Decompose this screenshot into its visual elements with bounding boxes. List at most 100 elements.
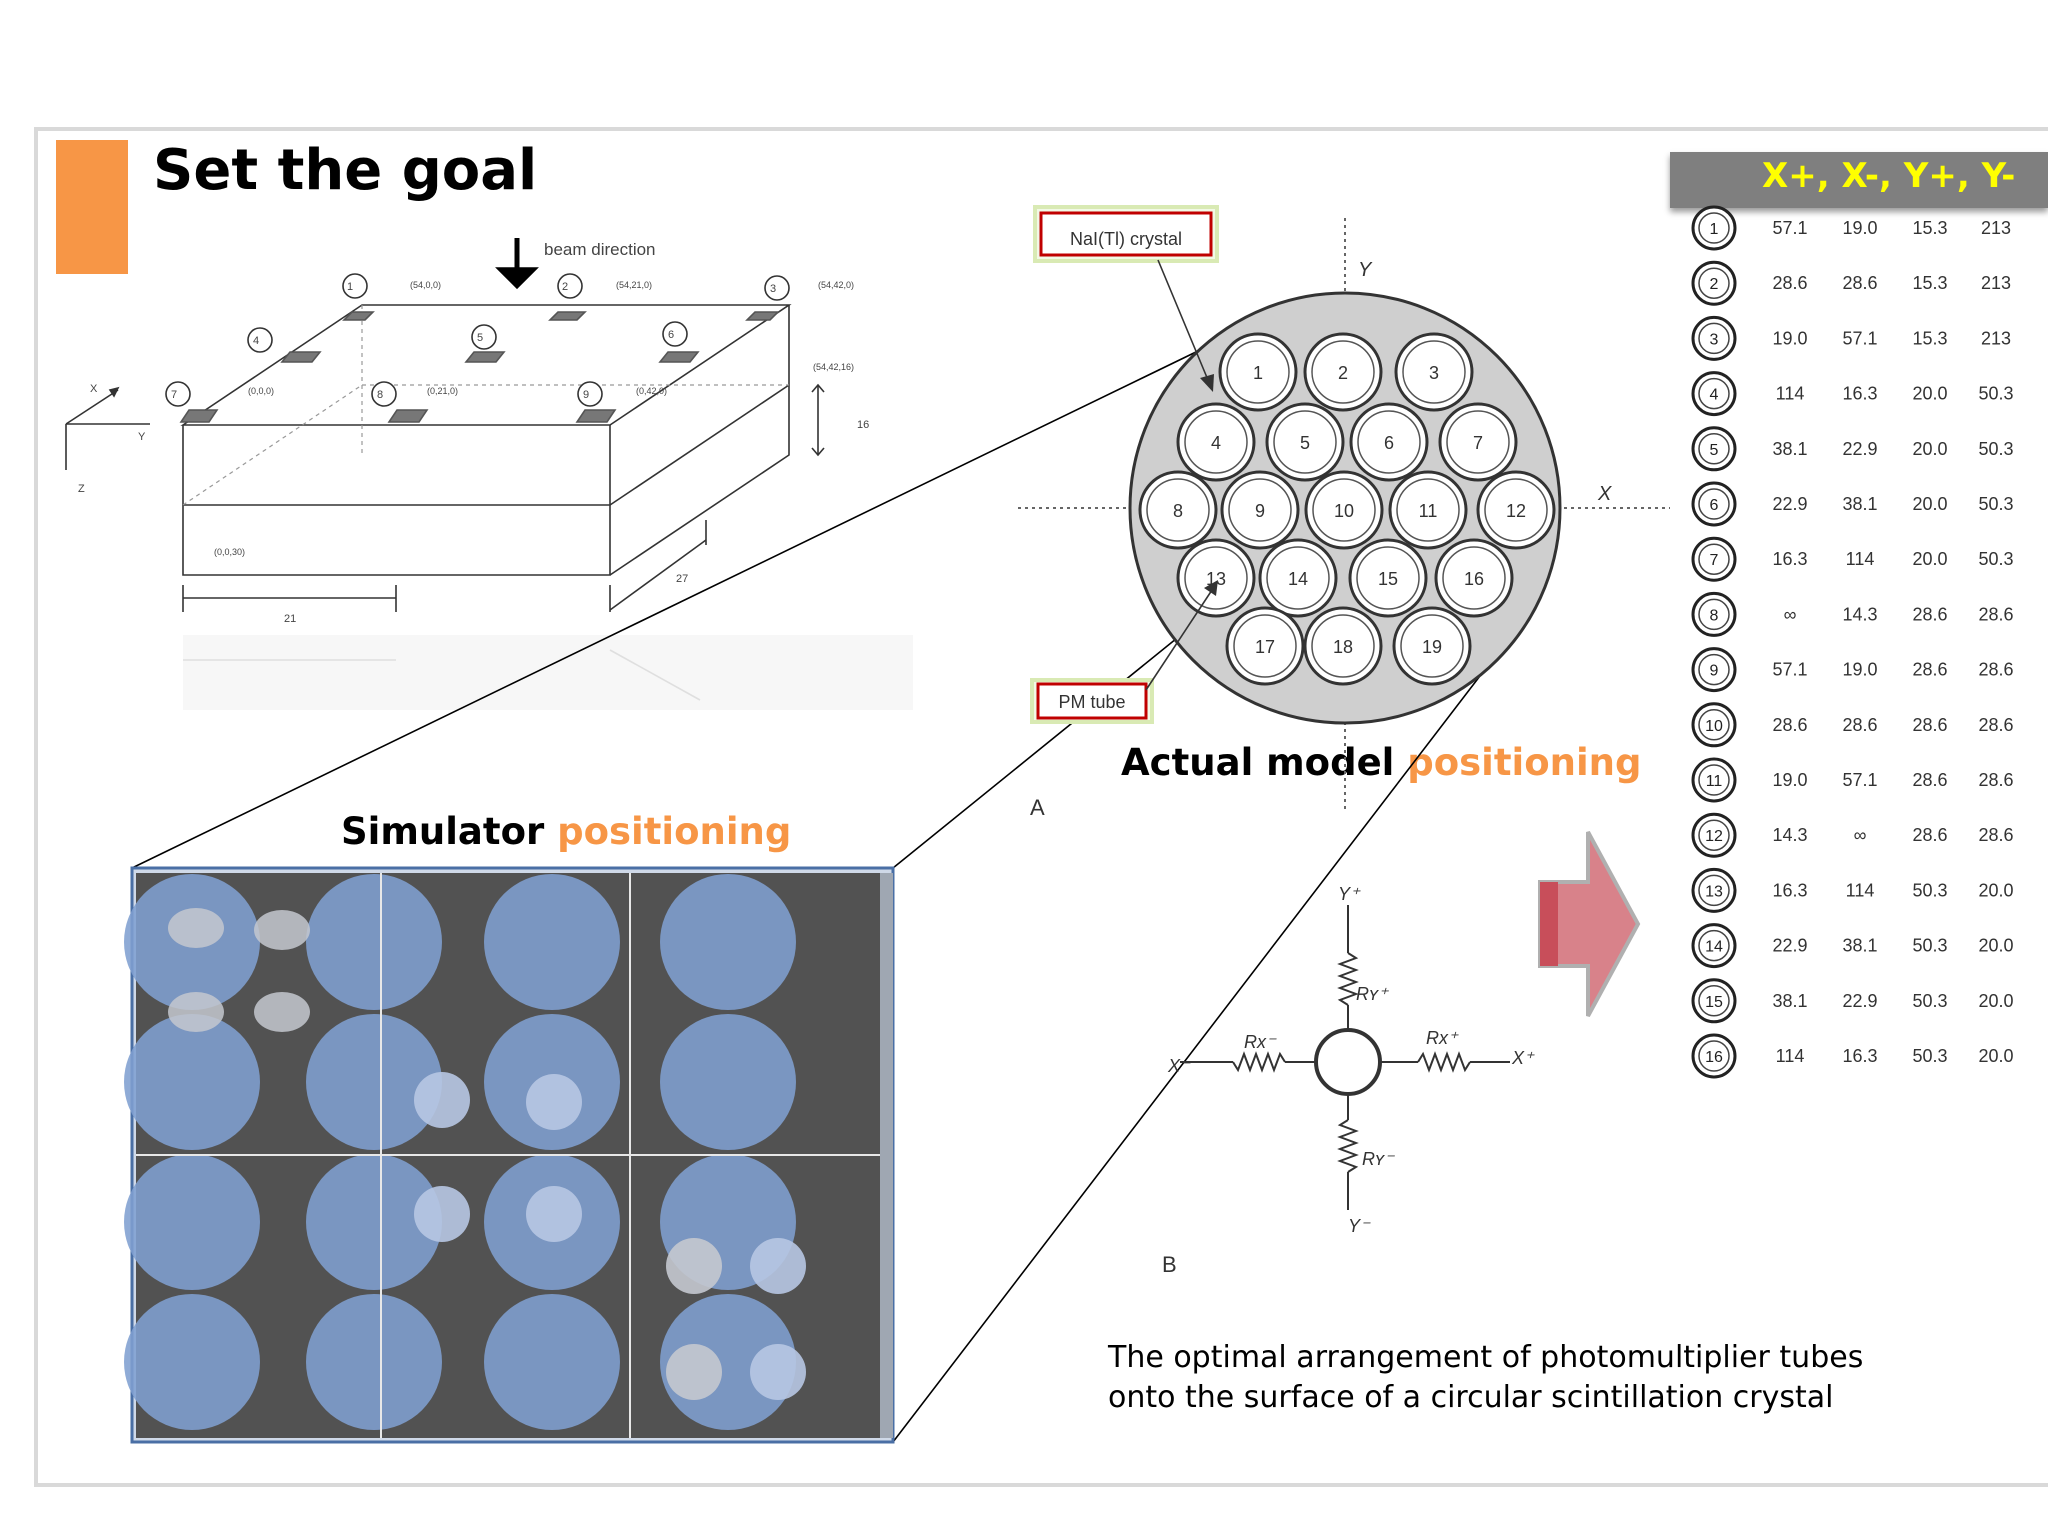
actual-caption: Actual model positioning xyxy=(1121,741,1642,784)
table-row-marker-inner xyxy=(1698,1040,1730,1072)
table-row-marker-inner xyxy=(1698,377,1730,410)
table-cell: 20.0 xyxy=(1912,439,1947,459)
pm-tube-inner xyxy=(1311,614,1375,678)
box-dim-depth: 27 xyxy=(676,573,688,585)
pm-tube-inner xyxy=(1228,478,1292,542)
table-row-id: 13 xyxy=(1705,883,1723,900)
table-cell: 28.6 xyxy=(1978,660,2013,680)
table-cell: 20.0 xyxy=(1978,1046,2013,1066)
table-cell: 28.6 xyxy=(1912,604,1947,624)
box-coord-9: (0,42,0) xyxy=(636,386,667,396)
sim-tube xyxy=(124,1014,260,1150)
sim-spot xyxy=(168,908,224,948)
table-row-id: 9 xyxy=(1710,663,1719,680)
table-cell: 57.1 xyxy=(1772,218,1807,238)
table-row-marker-inner xyxy=(1698,764,1730,796)
table-row-marker-inner xyxy=(1698,543,1730,575)
table-cell: 28.6 xyxy=(1912,715,1947,735)
pm-tube-number: 3 xyxy=(1429,363,1439,383)
table-row-id: 4 xyxy=(1710,387,1719,404)
pm-tube-inner xyxy=(1184,546,1248,610)
sim-tube xyxy=(306,874,442,1010)
table-row-marker-inner xyxy=(1698,322,1730,355)
pm-tube-number: 10 xyxy=(1334,501,1354,521)
table-cell: 20.0 xyxy=(1912,494,1947,514)
box-reflection xyxy=(183,635,913,710)
crystal-axis-x: X xyxy=(1597,483,1612,505)
resistor-labels: Y⁺ Y⁻ X⁻ X⁺ Rʏ⁺ Rʏ⁻ Rx⁻ Rx⁺ xyxy=(1167,884,1535,1236)
label-r-x-minus: Rx⁻ xyxy=(1244,1032,1277,1052)
pm-tube-inner xyxy=(1312,478,1376,542)
pm-tube-inner xyxy=(1184,410,1248,474)
table-cell: 50.3 xyxy=(1978,384,2013,404)
sim-tube xyxy=(660,874,796,1010)
box-coord-3: (54,42,0) xyxy=(818,280,854,290)
sim-spot xyxy=(168,992,224,1032)
table-row-marker-inner xyxy=(1698,985,1730,1017)
table-row-id: 6 xyxy=(1710,497,1719,514)
table-cell: 38.1 xyxy=(1772,439,1807,459)
pm-tube-number: 2 xyxy=(1338,363,1348,383)
box-coord-7: (0,0,0) xyxy=(248,386,274,396)
sim-spot xyxy=(526,1186,582,1242)
table-row-marker-inner xyxy=(1698,709,1730,741)
block-arrow xyxy=(1538,831,1641,1017)
table-cell: 28.6 xyxy=(1978,715,2013,735)
table-row-marker-inner xyxy=(1698,488,1730,520)
table-cell: 28.6 xyxy=(1978,770,2013,790)
table-cell: 16.3 xyxy=(1772,880,1807,900)
table-cell: 114 xyxy=(1846,880,1875,900)
table-row-id: 11 xyxy=(1706,773,1723,790)
table-cell: 22.9 xyxy=(1842,991,1877,1011)
table-row-id: 10 xyxy=(1705,718,1723,735)
label-r-x-plus: Rx⁺ xyxy=(1426,1028,1459,1048)
sim-tube xyxy=(484,874,620,1010)
pm-tube-inner xyxy=(1400,614,1464,678)
description: The optimal arrangement of photomultipli… xyxy=(1108,1338,1863,1418)
beam-direction-label: beam direction xyxy=(544,240,656,259)
table-cell: 15.3 xyxy=(1912,328,1947,348)
box-marker-2: 2 xyxy=(562,281,568,293)
pm-tube-number: 4 xyxy=(1211,433,1221,453)
table-cell: 28.6 xyxy=(1842,715,1877,735)
sim-spot xyxy=(526,1074,582,1130)
table-row-marker-inner xyxy=(1698,598,1730,631)
pm-tube-number: 16 xyxy=(1464,569,1484,589)
pm-tube-inner xyxy=(1446,410,1510,474)
label-y-plus: Y⁺ xyxy=(1338,884,1361,904)
sim-spot xyxy=(254,992,310,1032)
table-cell: 28.6 xyxy=(1912,660,1947,680)
pm-tube-number: 17 xyxy=(1255,637,1275,657)
pm-tube-inner xyxy=(1357,410,1421,474)
table-cell: 213 xyxy=(1981,328,2011,348)
table-cell: ∞ xyxy=(1784,604,1797,624)
table-header-text: X+, X-, Y+, Y- xyxy=(1762,156,2016,196)
table-cell: 20.0 xyxy=(1912,384,1947,404)
pm-tube-inner xyxy=(1266,546,1330,610)
pm-tube-number: 1 xyxy=(1253,363,1263,383)
box-marker-1: 1 xyxy=(347,281,353,293)
description-line-2: onto the surface of a circular scintilla… xyxy=(1108,1380,1834,1415)
table-row-id: 1 xyxy=(1710,221,1719,238)
actual-caption-main: Actual model xyxy=(1121,741,1408,784)
table-row-id: 7 xyxy=(1710,552,1719,569)
box-coord-edge: (54,42,16) xyxy=(813,362,854,372)
table-cell: 57.1 xyxy=(1772,660,1807,680)
simulator-caption-main: Simulator xyxy=(341,810,558,853)
table-row-marker-inner xyxy=(1698,929,1730,962)
sim-spot xyxy=(750,1344,806,1400)
table-cell: ∞ xyxy=(1854,825,1867,845)
pm-tube-inner xyxy=(1273,410,1337,474)
table-cell: 28.6 xyxy=(1912,770,1947,790)
table-cell: 114 xyxy=(1846,549,1875,569)
table-cell: 16.3 xyxy=(1842,384,1877,404)
box-diagram-labels: beam direction 1 2 3 4 5 6 7 8 9 (54,0,0… xyxy=(78,240,869,625)
box-coord-2: (54,21,0) xyxy=(616,280,652,290)
slide-title: Set the goal xyxy=(153,138,538,203)
crystal-axis-y: Y xyxy=(1358,259,1373,281)
table-cell: 28.6 xyxy=(1978,604,2013,624)
sim-tube xyxy=(306,1014,442,1150)
table-cell: 19.0 xyxy=(1842,218,1877,238)
box-marker-5: 5 xyxy=(477,332,483,344)
